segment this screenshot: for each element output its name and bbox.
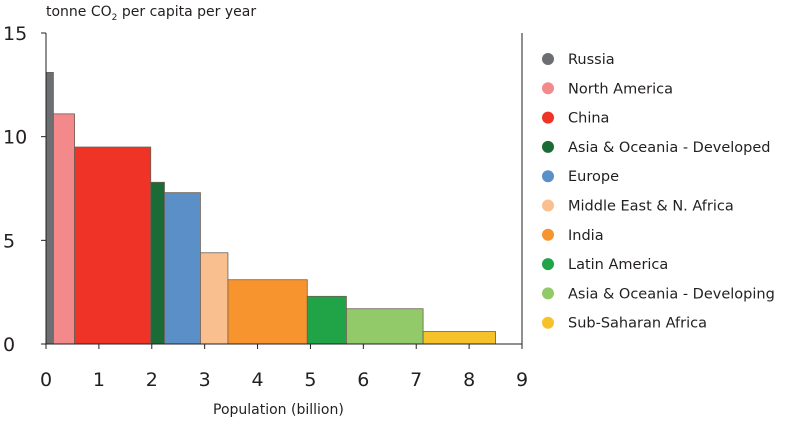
x-tick-label: 9: [516, 369, 528, 391]
x-axis-label: Population (billion): [213, 402, 344, 418]
x-tick-label: 1: [93, 369, 105, 391]
x-tick-label: 6: [357, 369, 369, 391]
legend-label: China: [568, 111, 609, 127]
legend-marker: [542, 316, 554, 329]
x-tick-label: 3: [199, 369, 211, 391]
legend-marker: [542, 82, 554, 95]
legend-label: Asia & Oceania - Developed: [568, 140, 770, 156]
x-tick-label: 4: [252, 369, 264, 391]
y-tick-label: 10: [3, 127, 27, 149]
legend-label: Middle East & N. Africa: [568, 199, 734, 215]
y-tick-label: 0: [3, 334, 15, 356]
legend-marker: [542, 199, 554, 212]
bar-middle-east-n-africa: [200, 252, 229, 345]
legend-marker: [542, 228, 554, 241]
y-tick-label: 5: [3, 230, 15, 252]
axes: [41, 32, 523, 349]
bars: [45, 71, 496, 345]
bar-north-america: [53, 113, 75, 345]
bar-europe: [164, 192, 201, 345]
x-tick-label: 0: [40, 369, 52, 391]
bar-russia: [45, 71, 54, 345]
bar-india: [227, 279, 308, 345]
bar-china: [74, 146, 152, 345]
x-tick-label: 2: [146, 369, 158, 391]
legend-marker: [542, 53, 554, 65]
legend-label: India: [568, 228, 604, 244]
x-tick-label: 7: [410, 369, 422, 391]
legend-marker: [542, 170, 554, 183]
bar-asia-oceania-developed: [150, 181, 165, 345]
x-tick-label: 8: [463, 369, 475, 391]
y-axis-label: tonne CO2 per capita per year: [46, 4, 257, 23]
bar-latin-america: [306, 295, 347, 345]
legend-marker: [542, 140, 554, 153]
legend-label: Europe: [568, 169, 619, 185]
legend-label: Sub-Saharan Africa: [568, 316, 707, 332]
legend-marker: [542, 258, 554, 271]
bar-asia-oceania-developing: [346, 308, 424, 345]
y-tick-label: 15: [3, 23, 27, 45]
tick-labels: 0 1 2 3 4 5 6 7 8 9 0 5 10 15: [3, 23, 528, 391]
legend-marker: [542, 287, 554, 300]
legend-marker: [542, 111, 554, 124]
legend-label: Russia: [568, 52, 615, 68]
bar-sub-saharan-africa: [422, 331, 496, 345]
legend-label: North America: [568, 81, 673, 97]
x-tick-label: 5: [304, 369, 316, 391]
legend-label: Asia & Oceania - Developing: [568, 286, 775, 302]
legend-label: Latin America: [568, 257, 668, 273]
